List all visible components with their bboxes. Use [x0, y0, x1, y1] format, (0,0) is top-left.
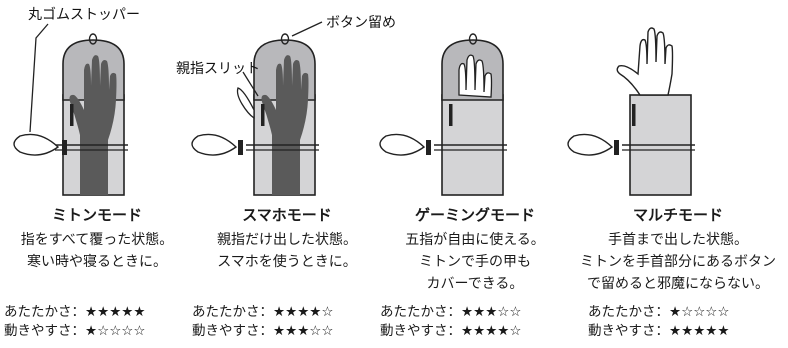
stopper-clip	[62, 140, 67, 155]
description-line: ミトンを手首部分にあるボタン	[580, 254, 776, 270]
mode-title: マルチモード	[632, 206, 723, 224]
warmth-stars: ★★★★☆	[273, 304, 334, 320]
rating-gaming: あたたかさ：★★★☆☆ 動きやすさ：★★★★☆	[380, 303, 522, 341]
hand-silhouette	[261, 55, 309, 195]
stopper-clip	[614, 140, 619, 155]
mobility-label: 動きやすさ：	[380, 323, 461, 339]
warmth-label: あたたかさ：	[588, 304, 669, 320]
thumb-outline	[236, 87, 255, 120]
description-line: 手首まで出した状態。	[608, 232, 748, 248]
warmth-label: あたたかさ：	[192, 304, 273, 320]
stopper-clip	[426, 140, 431, 155]
mode-title: スマホモード	[242, 206, 332, 224]
button-loop	[280, 33, 290, 45]
cord-loop	[379, 133, 426, 156]
mobility-stars: ★★★★☆	[461, 323, 522, 339]
description-line: で留めると邪魔にならない。	[587, 276, 769, 292]
fingers-outline	[458, 54, 493, 98]
stopper-clip	[238, 140, 243, 155]
gaming-mode-illustration	[379, 33, 507, 196]
button-callout-label: ボタン留め	[326, 15, 396, 31]
mobility-label: 動きやすさ：	[4, 323, 85, 339]
thumb-slit	[261, 104, 265, 126]
mode-title: ミトンモード	[51, 206, 142, 224]
stopper-callout-label: 丸ゴムストッパー	[28, 7, 140, 23]
description-line: カバーできる。	[426, 276, 524, 292]
slit-callout-label: 親指スリット	[176, 61, 260, 77]
warmth-stars: ★☆☆☆☆	[669, 304, 730, 320]
mobility-stars: ★★★☆☆	[273, 323, 334, 339]
button-loop	[88, 33, 98, 45]
rating-mitten: あたたかさ：★★★★★ 動きやすさ：★☆☆☆☆	[4, 303, 146, 341]
warmth-label: あたたかさ：	[380, 304, 461, 320]
mobility-stars: ★★★★★	[669, 323, 730, 339]
thumb-slit	[70, 104, 74, 126]
mode-description: 親指だけ出した状態。 スマホを使うときに。	[192, 229, 382, 273]
cord-loop	[13, 133, 60, 156]
mode-description: 指をすべて覆った状態。 寒い時や寝るときに。	[2, 229, 192, 273]
description-line: 指をすべて覆った状態。	[20, 232, 174, 248]
button-callout-line	[291, 21, 323, 37]
mobility-label: 動きやすさ：	[588, 323, 669, 339]
hand-outline	[616, 27, 674, 96]
warmth-stars: ★★★★★	[85, 304, 146, 320]
warmth-label: あたたかさ：	[4, 304, 85, 320]
cord-loop	[567, 133, 614, 156]
mode-title: ゲーミングモード	[414, 206, 535, 224]
description-line: スマホを使うときに。	[217, 254, 357, 270]
rating-multi: あたたかさ：★☆☆☆☆ 動きやすさ：★★★★★	[588, 303, 730, 341]
mode-description: 手首まで出した状態。 ミトンを手首部分にあるボタン で留めると邪魔にならない。	[572, 229, 784, 295]
mobility-stars: ★☆☆☆☆	[85, 323, 146, 339]
description-line: 五指が自由に使える。	[405, 232, 545, 248]
thumb-slit	[632, 104, 636, 126]
description-line: 寒い時や寝るときに。	[27, 254, 167, 270]
cord-loop	[191, 133, 238, 156]
description-line: 親指だけ出した状態。	[217, 232, 357, 248]
mobility-label: 動きやすさ：	[192, 323, 273, 339]
mode-multi: マルチモード 手首まで出した状態。 ミトンを手首部分にあるボタン で留めると邪魔…	[572, 206, 784, 295]
hand-silhouette	[69, 55, 117, 195]
warmth-stars: ★★★☆☆	[461, 304, 522, 320]
rating-smartphone: あたたかさ：★★★★☆ 動きやすさ：★★★☆☆	[192, 303, 334, 341]
mitten-mode-illustration	[13, 23, 128, 196]
mode-smartphone: スマホモード 親指だけ出した状態。 スマホを使うときに。	[192, 206, 382, 273]
button-loop	[468, 33, 478, 45]
slit-callout-line	[242, 71, 259, 97]
stopper-callout-line	[29, 23, 49, 133]
thumb-slit	[449, 104, 453, 126]
mode-mitten: ミトンモード 指をすべて覆った状態。 寒い時や寝るときに。	[2, 206, 192, 273]
smartphone-mode-illustration	[191, 21, 323, 196]
mode-gaming: ゲーミングモード 五指が自由に使える。 ミトンで手の甲も カバーできる。	[380, 206, 570, 295]
mode-description: 五指が自由に使える。 ミトンで手の甲も カバーできる。	[380, 229, 570, 295]
multi-mode-illustration	[567, 27, 695, 196]
description-line: ミトンで手の甲も	[419, 254, 531, 270]
